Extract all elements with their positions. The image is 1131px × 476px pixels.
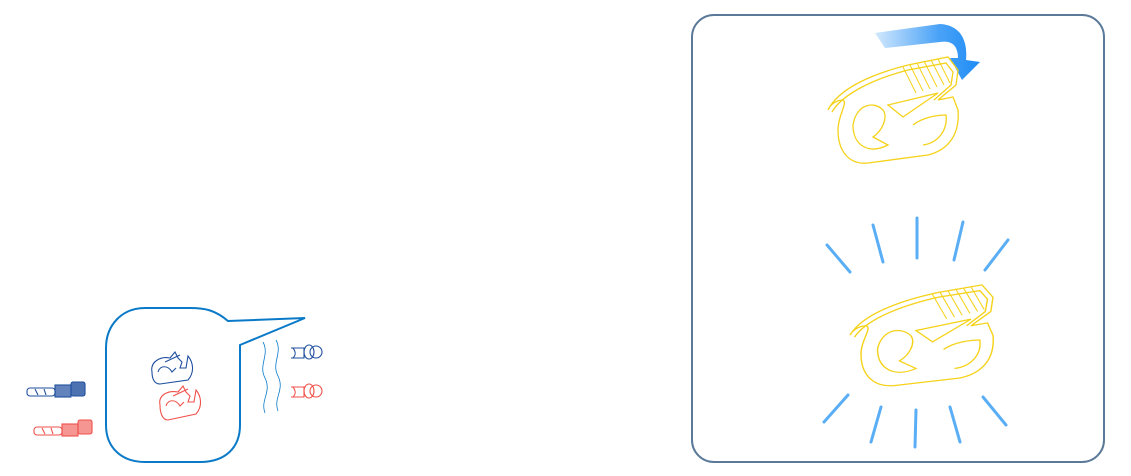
burst-lines-icon	[822, 216, 1010, 449]
panel-frame	[691, 14, 1105, 463]
blue-connector-icon	[26, 381, 86, 398]
red-connector-icon	[33, 419, 93, 437]
blue-clip-icon	[151, 351, 194, 385]
blue-connector-end-icon	[291, 344, 323, 360]
clip-icon	[849, 284, 994, 387]
callout-bubble	[105, 307, 306, 463]
clip-icon	[827, 56, 959, 164]
rotate-arrow-icon	[875, 24, 980, 80]
red-clip-icon	[159, 385, 202, 421]
red-connector-end-icon	[291, 383, 323, 399]
break-lines	[262, 339, 281, 414]
